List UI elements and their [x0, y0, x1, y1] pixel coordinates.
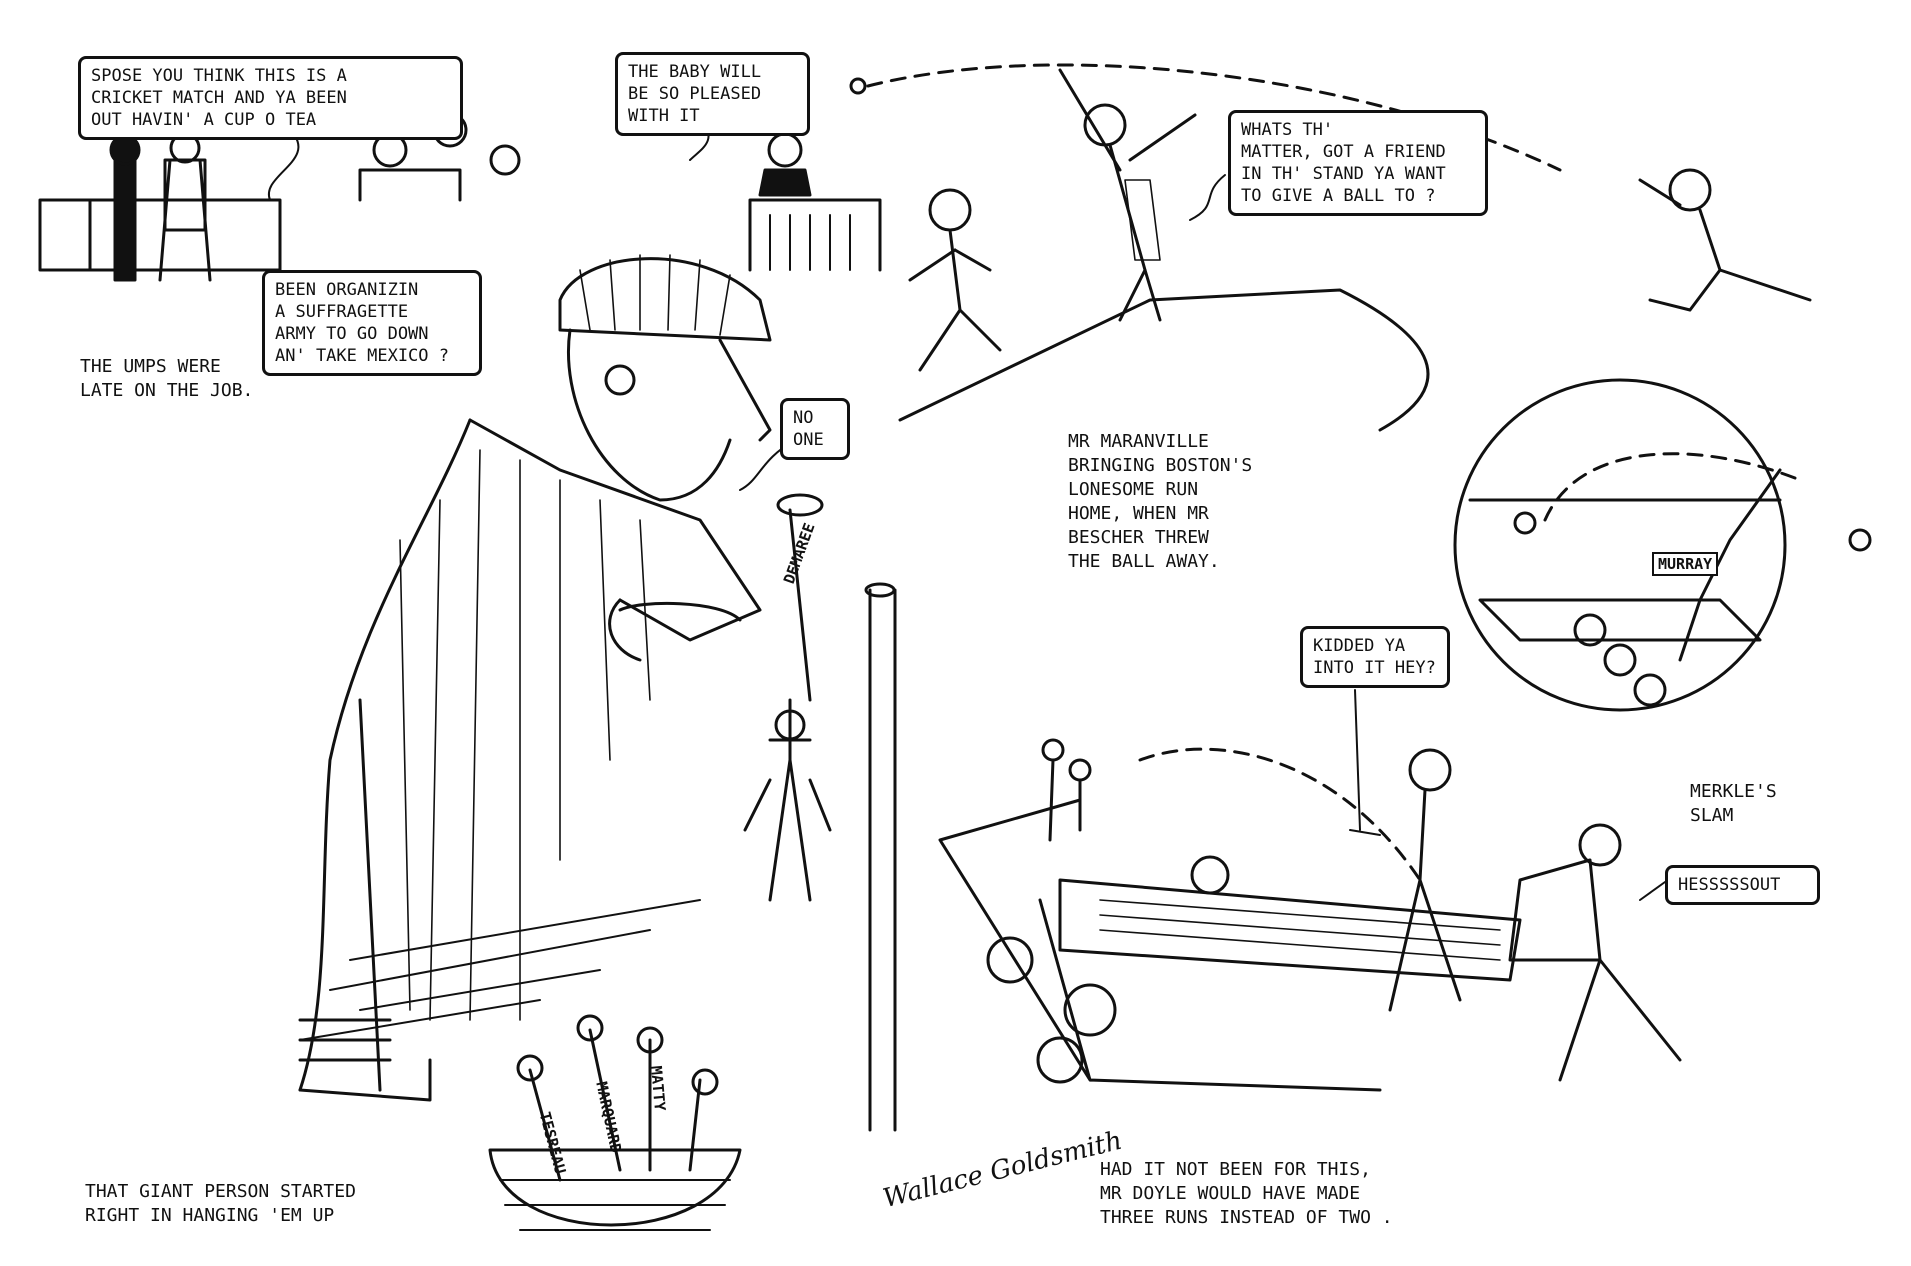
speech-bubble-baby: THE BABY WILL BE SO PLEASED WITH IT	[615, 52, 810, 136]
bat-basket	[488, 1014, 742, 1231]
runner-figure	[908, 188, 1002, 372]
speech-bubble-friend: WHATS TH' MATTER, GOT A FRIEND IN TH' ST…	[1228, 110, 1488, 216]
caption-maranville: MR MARANVILLE BRINGING BOSTON'S LONESOME…	[1068, 431, 1253, 572]
field-line-bottom	[938, 798, 1382, 1092]
sliding-runner-figure	[1058, 855, 1522, 982]
speech-bubble-kidded: KIDDED YA INTO IT HEY?	[1300, 626, 1450, 688]
giant-player-figure	[298, 254, 772, 1102]
merkle-slam-inset	[1453, 378, 1872, 712]
speech-bubble-out: HESSSSSOUT	[1665, 865, 1820, 905]
dust-cloud-2	[1063, 983, 1117, 1037]
caption-umps: THE UMPS WERE LATE ON THE JOB.	[80, 356, 254, 401]
ground-shadow	[299, 899, 701, 1041]
sign-murray: MURRAY	[1652, 552, 1719, 576]
speech-bubble-cricket: SPOSE YOU THINK THIS IS A CRICKET MATCH …	[78, 56, 463, 140]
tail-friend	[1189, 174, 1226, 221]
dust-cloud-1	[986, 936, 1034, 984]
thrown-ball	[849, 77, 867, 95]
fielder-leaping-figure	[1638, 168, 1812, 312]
post-top	[864, 582, 896, 598]
distant-players	[1041, 738, 1092, 842]
speech-bubble-suffragette: BEEN ORGANIZIN A SUFFRAGETTE ARMY TO GO …	[262, 270, 482, 376]
bat-label-matty: MATTY	[647, 1065, 669, 1112]
tail-cricket	[267, 129, 300, 201]
caption-giant: THAT GIANT PERSON STARTED RIGHT IN HANGI…	[85, 1181, 356, 1226]
hanging-post	[868, 588, 897, 1132]
hanging-bat-and-doll	[743, 493, 832, 902]
tail-out	[1639, 881, 1666, 901]
tail-kidded	[1349, 689, 1381, 836]
catcher-figure	[1388, 748, 1462, 1012]
dust-cloud-3	[1036, 1036, 1084, 1084]
umpire-figure	[1508, 823, 1682, 1082]
pitcher-figure	[1058, 68, 1197, 322]
ball-trajectory-bottom	[1138, 747, 1422, 882]
speech-bubble-no-one: NO ONE	[780, 398, 850, 460]
field-line-top	[898, 288, 1430, 432]
caption-merkle: MERKLE'S SLAM	[1690, 781, 1777, 826]
fan-in-stand	[748, 132, 882, 272]
caption-doyle: HAD IT NOT BEEN FOR THIS, MR DOYLE WOULD…	[1100, 1159, 1393, 1228]
